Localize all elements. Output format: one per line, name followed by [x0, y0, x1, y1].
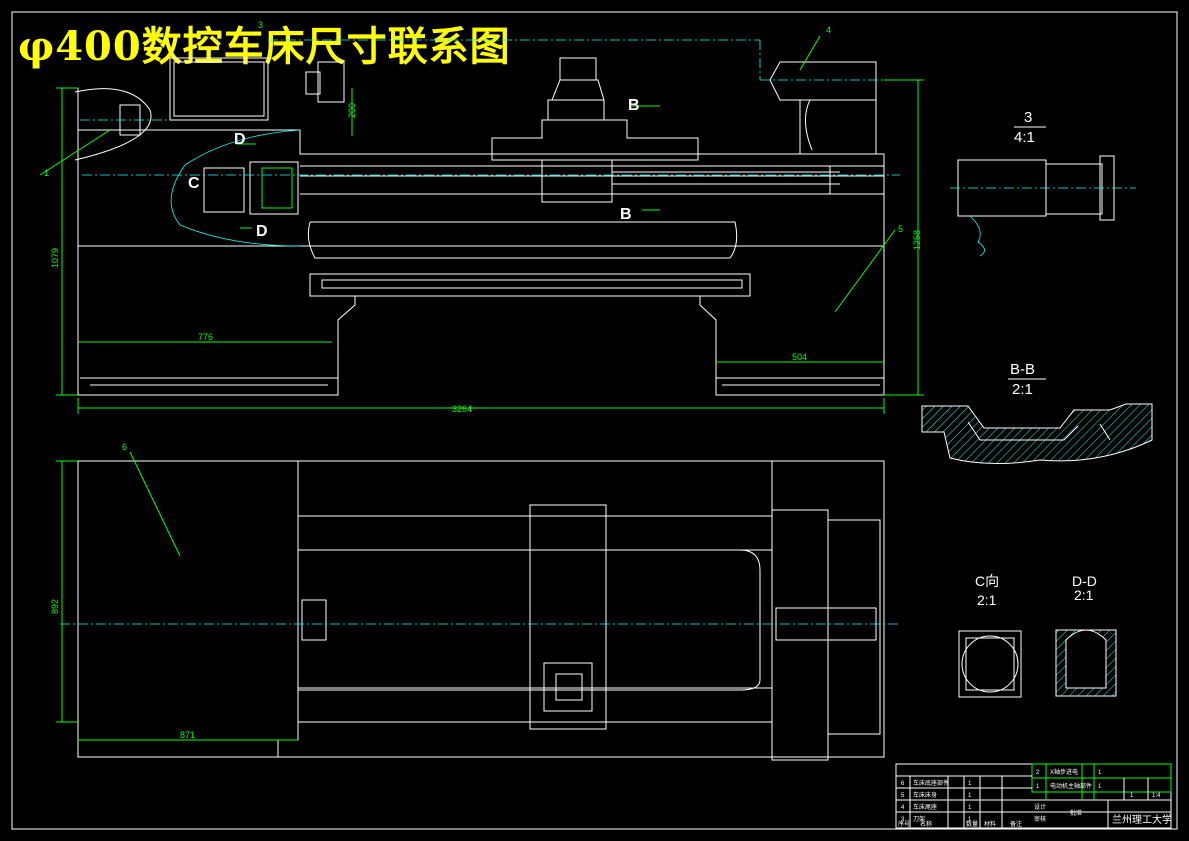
row-5-qty: 1	[968, 793, 972, 799]
dim-892: 892	[50, 599, 60, 614]
section-b-bottom: B	[620, 206, 632, 223]
school-name: 兰州理工大学	[1112, 813, 1172, 826]
title-block	[895, 763, 1172, 829]
front-view	[39, 35, 924, 414]
header-qty: 数量	[966, 820, 978, 828]
part-3: 3	[258, 20, 263, 30]
upper-row-1-no: 1	[1036, 784, 1040, 790]
role-review: 审核	[1034, 815, 1046, 823]
row-4-no: 4	[901, 805, 905, 811]
dim-776: 776	[198, 332, 213, 342]
row-6-qty: 1	[968, 781, 972, 787]
row-5-name: 车床床身	[913, 791, 937, 799]
section-bb-scale: 2:1	[1012, 381, 1033, 398]
title-block-text: 6 车床底座部件 1 5 车床床身 1 4 车床尾座 1 3 刀架 1 2 X轴…	[898, 768, 1161, 828]
front-view-dimensions: 200 1079 1258 776 504 3264 1 3 4 5	[44, 20, 922, 414]
view-c: C向 2:1	[958, 573, 1022, 698]
upper-row-2-name: X轴步进电	[1050, 768, 1078, 776]
row-5-no: 5	[901, 793, 905, 799]
section-dd-label: D-D	[1072, 573, 1097, 589]
detail-3: 3 4:1	[950, 109, 1136, 257]
dim-504: 504	[792, 352, 807, 362]
header-remark: 备注	[1010, 820, 1022, 828]
section-dd: D-D 2:1	[1055, 573, 1117, 697]
upper-row-2-no: 2	[1036, 770, 1040, 776]
section-b-top: B	[628, 97, 640, 114]
section-markers: B B C D D	[188, 97, 640, 240]
header-no: 序号	[898, 820, 910, 828]
row-4-qty: 1	[968, 805, 972, 811]
dim-3264: 3264	[452, 404, 472, 414]
top-view	[56, 451, 900, 761]
part-5: 5	[898, 224, 903, 234]
part-6: 6	[122, 442, 127, 452]
header-material: 材料	[984, 820, 996, 828]
header-name: 名称	[920, 820, 932, 828]
row-6-name: 车床底座部件	[913, 779, 949, 787]
detail-3-number: 3	[1024, 109, 1032, 126]
sheet-border	[11, 11, 1178, 830]
role-approve: 批准	[1070, 809, 1082, 817]
section-dd-scale: 2:1	[1074, 587, 1094, 603]
upper-row-1-name: 电动机主轴部件	[1050, 782, 1092, 790]
role-design: 设计	[1034, 803, 1046, 811]
section-d-bottom: D	[256, 223, 268, 240]
detail-3-scale: 4:1	[1014, 129, 1035, 146]
upper-row-2-qty: 1	[1098, 770, 1102, 776]
row-3-qty: 1	[968, 817, 972, 823]
section-bb: B-B 2:1	[921, 361, 1153, 465]
dim-871: 871	[180, 730, 195, 740]
part-4: 4	[826, 25, 831, 35]
row-4-name: 车床尾座	[913, 803, 937, 811]
section-d-top: D	[234, 131, 246, 148]
part-1: 1	[44, 168, 49, 178]
row-3-no: 3	[901, 817, 905, 823]
dim-1258: 1258	[912, 230, 922, 250]
view-c-scale: 2:1	[977, 592, 997, 608]
dim-1079: 1079	[50, 248, 60, 268]
view-c-label: C向	[975, 573, 999, 589]
sheet-value: 1	[1130, 793, 1134, 799]
upper-row-1-qty: 1	[1098, 784, 1102, 790]
row-3-name: 刀架	[913, 815, 925, 823]
row-6-no: 6	[901, 781, 905, 787]
dim-200: 200	[347, 103, 357, 118]
top-view-dimensions: 892 871 6	[50, 442, 195, 740]
section-bb-label: B-B	[1010, 361, 1035, 378]
scale-value: 1:4	[1152, 793, 1161, 799]
section-c: C	[188, 175, 200, 192]
